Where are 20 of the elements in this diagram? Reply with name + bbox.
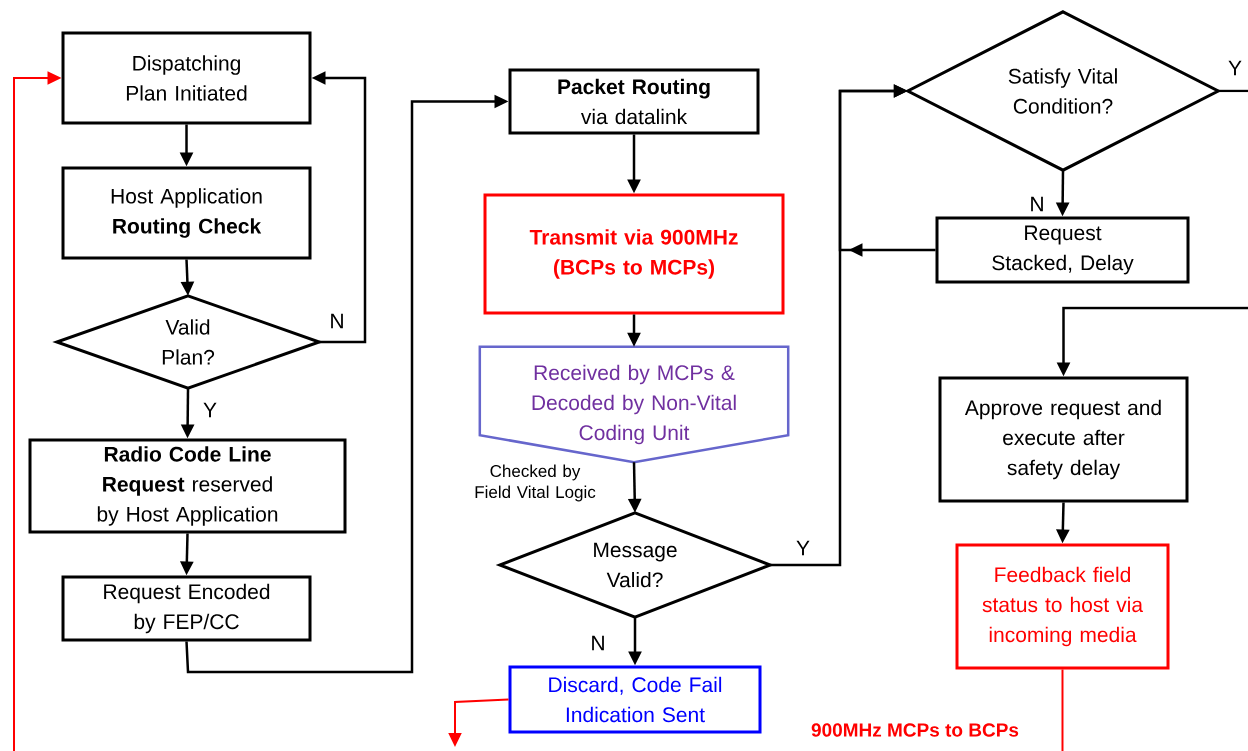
edge-label: Y	[796, 540, 810, 556]
process-box: Packet Routing via datalink	[508, 68, 760, 135]
process-box: Radio Code Line Request reserved by Host Application	[28, 438, 347, 534]
process-box: Host Application Routing Check	[61, 166, 312, 260]
process-box: Dispatching Plan Initiated	[61, 31, 312, 125]
edge-label: N	[592, 635, 604, 651]
side-note: Checked by Field Vital Logic	[475, 464, 596, 502]
process-box: Feedback field status to host via incoming media	[955, 543, 1170, 670]
edge-label: N	[1031, 196, 1043, 212]
process-box: Discard, Code Fail Indication Sent	[508, 665, 762, 734]
edge-label: Y	[1228, 60, 1242, 76]
arrow	[838, 84, 936, 257]
pentagon-box: Received by MCPs & Decoded by Non-Vital Coding Unit	[478, 345, 790, 464]
edge-label: N	[331, 313, 343, 329]
process-box: Request Stacked, Delay	[935, 216, 1190, 284]
note-label: 900MHz MCPs to BCPs	[811, 723, 1019, 737]
process-box: Request Encoded by FEP/CC	[61, 575, 312, 642]
process-box: Transmit via 900MHz (BCPs to MCPs)	[483, 193, 785, 315]
process-box: Approve request and execute after safety delay	[938, 376, 1189, 503]
edge-label: Y	[203, 402, 217, 418]
